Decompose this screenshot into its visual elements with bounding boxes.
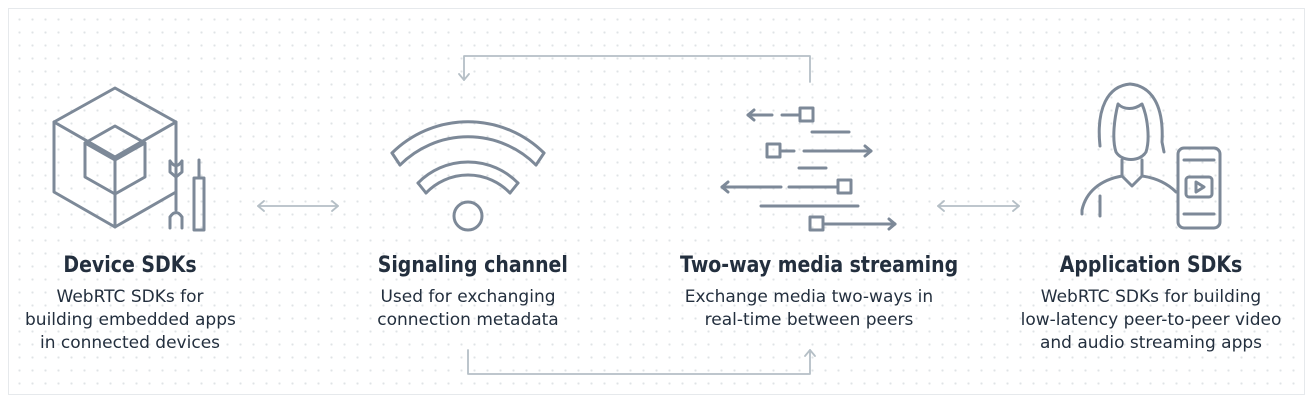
- column-two-way-media-streaming: Two-way media streaming Exchange media t…: [659, 252, 959, 332]
- column-title: Signaling channel: [377, 253, 568, 278]
- description-line: and audio streaming apps: [1039, 333, 1263, 353]
- sync-arrow-right: [937, 200, 1020, 212]
- column-description: Exchange media two-ways in real-time bet…: [659, 286, 959, 332]
- column-application-sdks: Application SDKs WebRTC SDKs for buildin…: [1015, 252, 1287, 355]
- description-line: in connected devices: [39, 333, 221, 353]
- connector-top: [458, 55, 811, 83]
- sync-arrow-left: [257, 200, 339, 212]
- description-line: building embedded apps: [25, 310, 236, 330]
- wifi-icon: [390, 120, 546, 232]
- diagram-frame: [8, 8, 1305, 395]
- description-line: low-latency peer-to-peer video: [1020, 310, 1282, 330]
- description-line: connection metadata: [377, 310, 559, 330]
- person-phone-video-icon: [1080, 82, 1222, 230]
- description-line: real-time between peers: [704, 310, 914, 330]
- description-line: WebRTC SDKs for: [56, 287, 204, 307]
- bidirectional-stream-icon: [720, 106, 897, 232]
- cube-wrench-icon: [52, 86, 206, 232]
- column-title: Device SDKs: [63, 253, 197, 278]
- column-description: Used for exchanging connection metadata: [363, 286, 573, 332]
- column-signaling-channel: Signaling channel Used for exchanging co…: [363, 252, 573, 332]
- column-title: Two-way media streaming: [680, 253, 959, 278]
- column-device-sdks: Device SDKs WebRTC SDKs for building emb…: [25, 252, 236, 355]
- description-line: Exchange media two-ways in: [684, 287, 934, 307]
- column-description: WebRTC SDKs for building low-latency pee…: [1015, 286, 1287, 355]
- connector-bottom: [467, 349, 816, 375]
- column-title: Application SDKs: [1059, 253, 1243, 278]
- description-line: WebRTC SDKs for building: [1040, 287, 1262, 307]
- column-description: WebRTC SDKs for building embedded apps i…: [25, 286, 236, 355]
- description-line: Used for exchanging: [380, 287, 556, 307]
